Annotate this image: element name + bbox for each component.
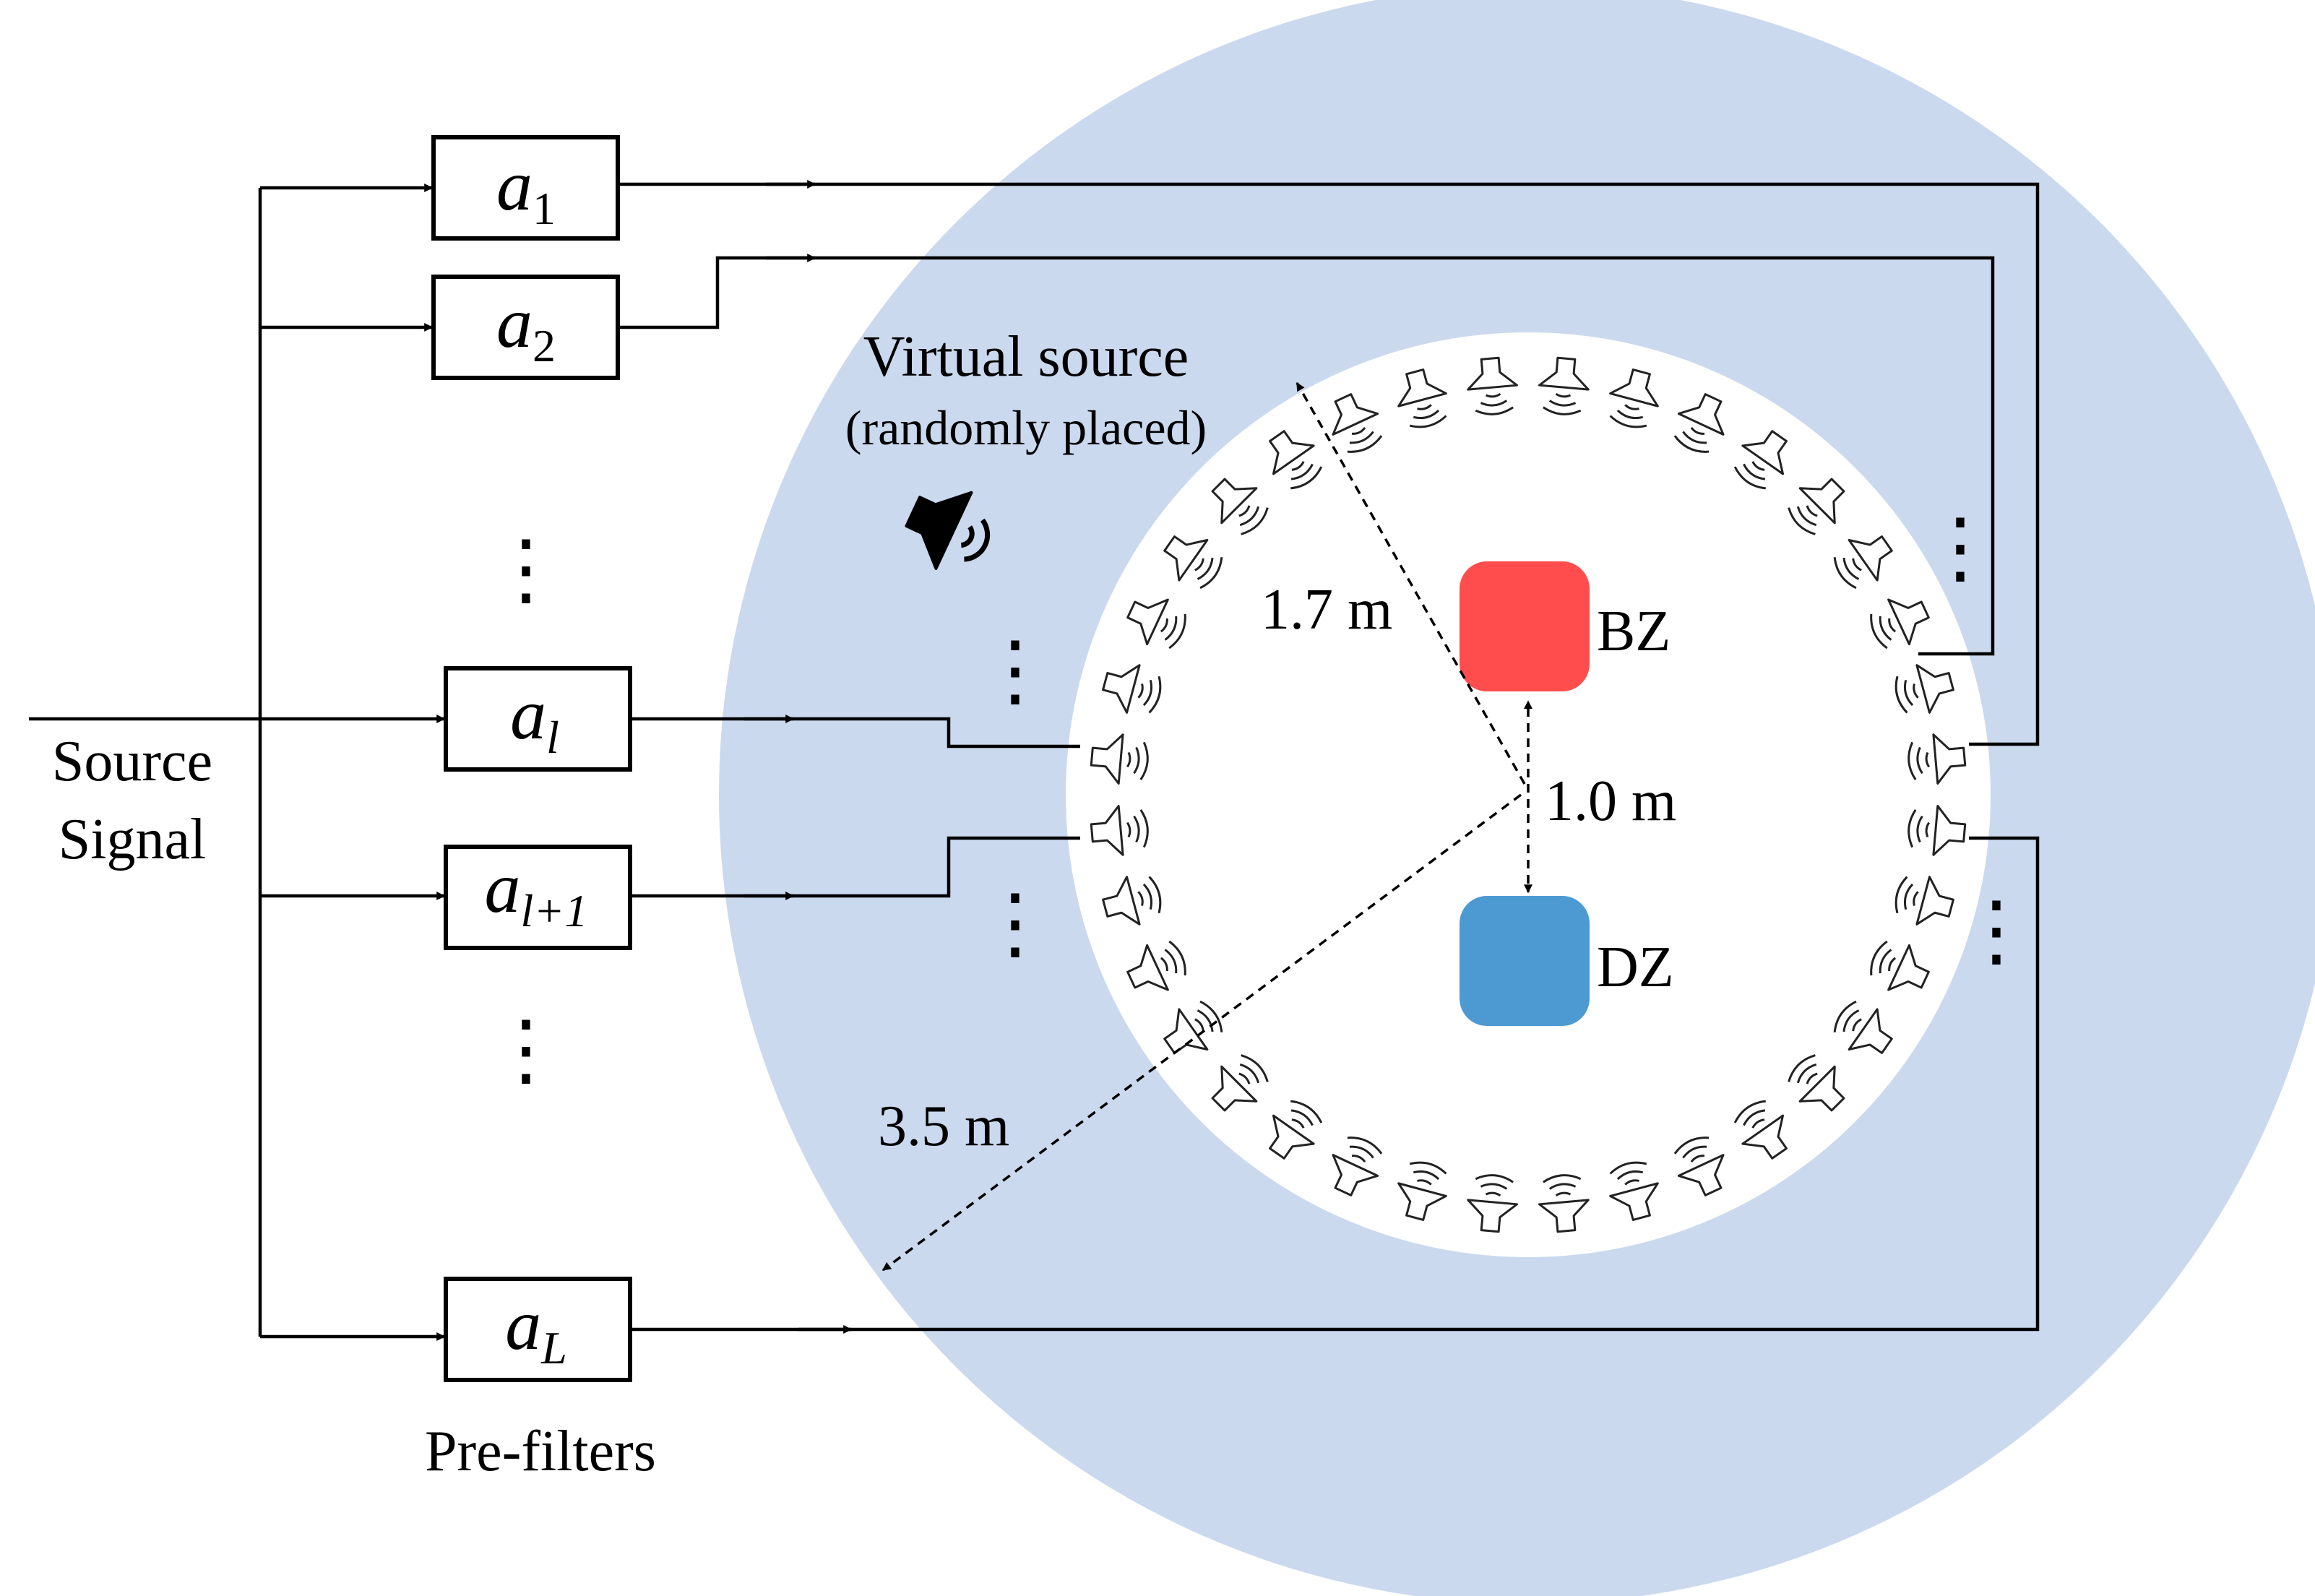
pre-filters-label: Pre-filters (425, 1420, 656, 1483)
outer-radius-arrow (881, 793, 1522, 1272)
loudspeaker-icon (1538, 1174, 1590, 1233)
filter-symbol: a (496, 145, 533, 225)
filter-box: aL (444, 1277, 632, 1382)
ellipsis: ⋮ (1957, 887, 2036, 975)
loudspeaker-icon (1833, 535, 1893, 590)
filter-symbol: a (485, 847, 521, 928)
loudspeaker-icon (1102, 664, 1162, 714)
loudspeaker-icon (1538, 356, 1590, 415)
loudspeaker-icon (1269, 1100, 1323, 1160)
output-line (618, 256, 1995, 656)
array-radius-label: 1.7 m (1261, 578, 1392, 642)
loudspeaker-icon (1211, 478, 1269, 535)
virtual-source-note: (randomly placed) (845, 400, 1207, 455)
filter-subscript: l+1 (521, 885, 588, 936)
loudspeaker-icon (1332, 393, 1383, 453)
loudspeaker-icon (1397, 1161, 1447, 1221)
loudspeaker-icon (1870, 940, 1930, 991)
loudspeaker-icon (1870, 598, 1930, 650)
zone-separation-label: 1.0 m (1545, 769, 1676, 833)
filter-symbol: a (496, 282, 533, 363)
loudspeaker-icon (1733, 1100, 1788, 1160)
svg-text:a1: a1 (496, 145, 556, 234)
ellipsis: ⋮ (975, 879, 1055, 967)
virtual-source-label: Virtual source (863, 325, 1189, 389)
loudspeaker-icon (1673, 393, 1725, 453)
loudspeaker-icon (1894, 664, 1954, 714)
dark-zone (1460, 896, 1590, 1026)
filter-box: al (444, 666, 632, 772)
filter-box: a2 (431, 275, 620, 380)
bright-zone (1460, 561, 1590, 691)
filter-subscript: 2 (533, 320, 556, 371)
ellipsis: ⋮ (486, 1006, 566, 1094)
loudspeaker-icon (1102, 876, 1162, 926)
loudspeaker-ring (1090, 356, 1967, 1233)
loudspeaker-icon (1090, 805, 1149, 856)
filter-box: a1 (431, 135, 620, 241)
loudspeaker-icon (1126, 598, 1186, 650)
loudspeaker-icon (1090, 733, 1149, 785)
source-signal-label: Source (52, 730, 212, 793)
loudspeaker-icon (1673, 1136, 1725, 1196)
loudspeaker-icon (1894, 876, 1954, 926)
ellipsis: ⋮ (975, 626, 1055, 715)
loudspeaker-icon (1397, 368, 1447, 428)
ellipsis: ⋮ (486, 525, 566, 613)
outer-radius-label: 3.5 m (878, 1095, 1009, 1158)
output-line (630, 836, 2040, 1332)
loudspeaker-icon (1788, 478, 1845, 535)
loudspeaker-icon (1163, 535, 1223, 590)
bright-zone-label: BZ (1597, 600, 1670, 663)
array-radius-arrow (1296, 381, 1526, 785)
output-line (618, 182, 2040, 746)
loudspeaker-array-region (1066, 332, 1991, 1257)
loudspeaker-icon (1609, 368, 1659, 428)
filter-symbol: a (505, 1285, 541, 1365)
svg-text:a2: a2 (496, 282, 556, 371)
filter-subscript: l (546, 712, 559, 763)
loudspeaker-icon (1907, 733, 1967, 785)
filter-symbol: a (510, 674, 546, 754)
loudspeaker-icon (1733, 430, 1788, 490)
loudspeaker-icon (1788, 1054, 1845, 1112)
loudspeaker-icon (1467, 1174, 1518, 1233)
filter-subscript: L (540, 1322, 567, 1373)
source-signal-label-line2: Signal (59, 808, 206, 871)
loudspeaker-icon (1211, 1054, 1269, 1112)
speaker-icon (905, 491, 991, 570)
filter-box: al+1 (444, 845, 632, 950)
loudspeaker-icon (1126, 940, 1186, 991)
svg-text:al+1: al+1 (485, 847, 588, 936)
filter-subscript: 1 (533, 183, 556, 234)
loudspeaker-icon (1269, 430, 1323, 490)
loudspeaker-icon (1163, 1000, 1223, 1054)
loudspeaker-icon (1467, 356, 1518, 415)
ellipsis: ⋮ (1920, 504, 2000, 592)
dark-zone-label: DZ (1597, 936, 1674, 999)
loudspeaker-icon (1332, 1136, 1383, 1196)
loudspeaker-icon (1609, 1161, 1659, 1221)
loudspeaker-icon (1833, 1000, 1893, 1054)
loudspeaker-icon (1907, 805, 1967, 856)
svg-text:aL: aL (505, 1285, 567, 1373)
svg-text:al: al (510, 674, 559, 763)
